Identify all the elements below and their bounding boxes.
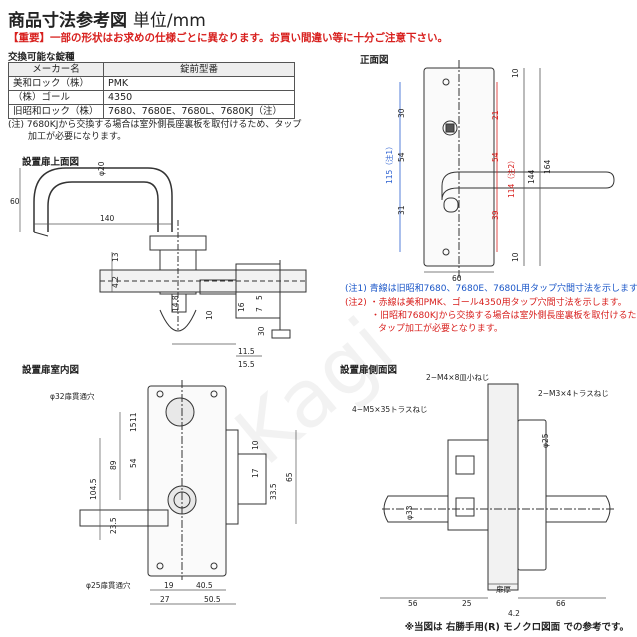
- side-view-drawing: [382, 383, 616, 591]
- dim-label: 30: [397, 108, 406, 118]
- dim-label: 19: [164, 581, 174, 590]
- dim-label: 115（注1）: [384, 142, 394, 184]
- dim-label: φ25: [541, 433, 550, 448]
- dim-label: 2−M3×4トラスねじ: [538, 389, 609, 398]
- dim-label: φ20: [97, 161, 106, 176]
- dim-label: 66: [556, 599, 566, 608]
- inside-view-dims: [99, 412, 297, 605]
- dim-label: 11.5: [238, 347, 255, 356]
- dim-label: 40.5: [196, 581, 213, 590]
- dim-label: 14.8: [171, 295, 180, 312]
- dim-label: 164: [543, 159, 552, 174]
- dim-label: 21: [491, 110, 500, 120]
- dim-label: 114（注2）: [506, 156, 516, 198]
- front-view-labels: 10 10 30 21 115（注1） 54 54 114（注2） 144 16…: [384, 68, 552, 283]
- compat-heading: 交換可能な錠種: [8, 52, 75, 63]
- inside-view-labels: φ32扉貫通穴 φ25扉貫通穴 104.5 89 23.5 54 15 11 1…: [50, 391, 294, 604]
- dim-label: 104.5: [89, 478, 98, 500]
- dim-label: φ33: [405, 505, 414, 520]
- watermark-text: Kagi: [218, 300, 410, 483]
- dim-label: 27: [160, 595, 170, 604]
- dim-label: 39: [491, 210, 500, 220]
- dim-label: 25: [462, 599, 472, 608]
- dim-label: 54: [491, 152, 500, 162]
- top-view-drawing: [33, 167, 307, 339]
- front-note-2c: タップ加工が必要となります。: [378, 324, 503, 334]
- front-note-2b: ・旧昭和7680KJから交換する場合は室外側長座裏板を取付けるため、: [371, 311, 637, 321]
- front-view-drawing: [423, 60, 615, 280]
- front-note-2a: (注2) ・赤線は美和PMK、ゴール4350用タップ穴間寸法を示します。: [345, 298, 627, 308]
- dim-label: 23.5: [109, 517, 118, 534]
- dim-label: 31: [397, 205, 406, 215]
- table-cell: 7680、7680E、7680L、7680KJ（注）: [103, 104, 295, 119]
- front-view-dims: [399, 68, 541, 273]
- section-front-view: 正面図: [360, 55, 389, 66]
- unit-label: 単位/mm: [132, 11, 206, 31]
- dim-label: 7: [255, 307, 264, 312]
- dim-label: 5: [255, 295, 264, 300]
- section-inside-view: 設置扉室内図: [22, 365, 80, 376]
- front-note-1: (注1) 青線は旧昭和7680、7680E、7680L用タップ穴間寸法を示します…: [345, 284, 637, 294]
- dim-label: 4−M5×35トラスねじ: [352, 405, 427, 414]
- col-maker: メーカー名: [8, 62, 104, 77]
- dim-label: 50.5: [204, 595, 221, 604]
- side-view-labels: 2−M4×8皿小ねじ 2−M3×4トラスねじ 4−M5×35トラスねじ φ25 …: [352, 373, 609, 618]
- section-side-view: 設置扉側面図: [340, 365, 398, 376]
- dim-label: φ32扉貫通穴: [50, 391, 95, 401]
- dim-label: 56: [408, 599, 418, 608]
- dim-label: 13: [111, 252, 120, 262]
- dim-label: 扉厚: [496, 584, 511, 594]
- dim-label: 10: [511, 68, 520, 78]
- dim-label: 140: [100, 214, 115, 223]
- top-view-labels: 60 140 φ20 13 4.2 14.8 10 16 5 7 11.5 15…: [10, 161, 266, 369]
- dim-label: 54: [397, 152, 406, 162]
- dim-label: 60: [452, 274, 462, 283]
- dim-label: 144: [527, 169, 536, 184]
- dim-label: 15: [129, 422, 138, 432]
- dim-label: 4.2: [111, 276, 120, 288]
- dim-label: 10: [205, 310, 214, 320]
- dim-label: 65: [285, 472, 294, 482]
- dim-label: 15.5: [238, 360, 255, 369]
- dim-label: 4.2: [508, 609, 520, 618]
- dim-label: 54: [129, 458, 138, 468]
- dim-label: φ25扉貫通穴: [86, 580, 131, 590]
- dim-label: 33.5: [269, 483, 278, 500]
- compat-note-2: 加工が必要になります。: [28, 132, 127, 142]
- dim-label: 10: [511, 252, 520, 262]
- page-title: 商品寸法参考図 単位/mm: [8, 11, 206, 31]
- inside-view-drawing: [79, 380, 267, 580]
- dim-label: 17: [251, 468, 260, 478]
- dim-label: 10: [251, 440, 260, 450]
- dim-label: 89: [109, 460, 118, 470]
- compat-note-1: (注) 7680KJから交換する場合は室外側長座裏板を取付けるため、タップ: [8, 120, 302, 130]
- dim-label: 16: [237, 302, 246, 312]
- dim-label: 60: [10, 197, 20, 206]
- warning-text: 【重要】一部の形状はお求めの仕様ごとに異なります。お買い間違い等に十分ご注意下さ…: [8, 32, 448, 44]
- dim-label: 11: [129, 412, 138, 422]
- footer-note: ※当図は 右勝手用(R) モノクロ図面 での参考です。: [404, 622, 629, 633]
- section-top-view: 設置扉上面図: [22, 157, 80, 168]
- dim-label: 30: [257, 326, 266, 336]
- dim-label: 2−M4×8皿小ねじ: [426, 373, 489, 382]
- top-view-dims: [19, 168, 262, 357]
- side-view-dims: [380, 583, 606, 599]
